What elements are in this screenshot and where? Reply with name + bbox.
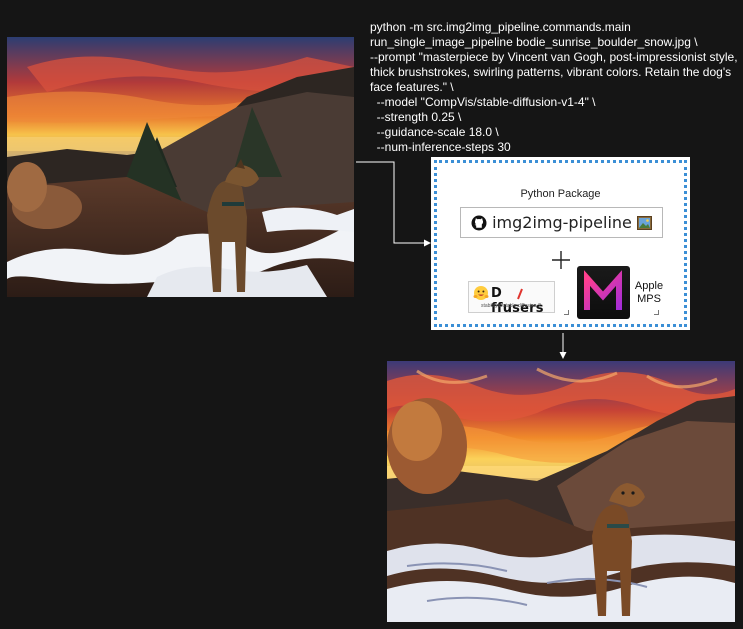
metal-icon bbox=[577, 266, 630, 319]
command-line-6: --guidance-scale 18.0 \ bbox=[370, 125, 499, 139]
mps-label-line1: Apple bbox=[634, 280, 664, 292]
command-line-7: --num-inference-steps 30 bbox=[370, 140, 511, 154]
diffusers-prefix: D bbox=[491, 286, 502, 301]
command-line-4: --model "CompVis/stable-diffusion-v1-4" … bbox=[370, 95, 596, 109]
framed-picture-icon bbox=[636, 215, 652, 230]
command-line-1: python -m src.img2img_pipeline.commands.… bbox=[370, 20, 631, 34]
diffusers-logo-card: Dffusers stabilityai/stable-diffusion-2 bbox=[468, 281, 555, 316]
command-line-3: --prompt "masterpiece by Vincent van Gog… bbox=[370, 50, 738, 94]
command-line-2: run_single_image_pipeline bodie_sunrise_… bbox=[370, 35, 698, 49]
output-photo-graphic bbox=[387, 361, 735, 622]
mps-label-line2: MPS bbox=[637, 293, 661, 305]
package-title: Python Package bbox=[520, 188, 601, 200]
arrow-package-to-output-head bbox=[559, 352, 567, 359]
cli-command-text: python -m src.img2img_pipeline.commands.… bbox=[370, 20, 742, 155]
package-dotted-border bbox=[434, 160, 687, 327]
package-name: img2img-pipeline bbox=[492, 213, 632, 232]
corner-mark-right bbox=[654, 310, 659, 315]
red-slash-mark bbox=[517, 288, 523, 300]
diffusers-suffix: ffusers bbox=[491, 301, 544, 316]
apple-mps-label: Apple MPS bbox=[632, 280, 666, 306]
command-line-5: --strength 0.25 \ bbox=[370, 110, 462, 124]
diffusers-wordmark: Dffusers bbox=[491, 286, 554, 316]
package-name-badge: img2img-pipeline bbox=[460, 207, 663, 238]
github-icon bbox=[471, 215, 487, 230]
python-package-box: Python Package img2img-pipeline bbox=[431, 157, 690, 330]
hugging-face-icon bbox=[473, 286, 489, 300]
arrow-photo-to-package-head bbox=[424, 239, 431, 247]
input-photo-dog-sunrise bbox=[7, 37, 354, 297]
diffusers-model-caption: stabilityai/stable-diffusion-2 bbox=[481, 303, 541, 309]
arrow-photo-to-package bbox=[356, 161, 425, 244]
plus-icon bbox=[552, 251, 570, 269]
input-photo-graphic bbox=[7, 37, 354, 297]
corner-mark-left bbox=[564, 310, 569, 315]
output-photo-van-gogh-style bbox=[387, 361, 735, 622]
